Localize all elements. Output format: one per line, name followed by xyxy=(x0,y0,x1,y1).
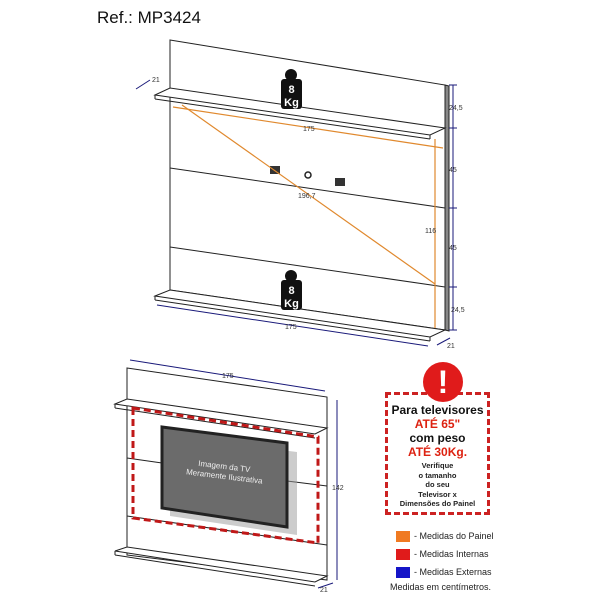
height-segment-1: 24,5 xyxy=(449,105,463,112)
height-segment-2: 45 xyxy=(449,167,457,174)
legend: - Medidas do Painel - Medidas Internas -… xyxy=(396,528,494,582)
top-shelf xyxy=(153,87,447,136)
external-dimensions xyxy=(135,79,457,347)
weight-icon-bottom: 8 Kg xyxy=(281,270,302,310)
depth-top-label: 21 xyxy=(152,77,160,84)
tv-limit-warning: Para televisores ATÉ 65" com peso ATÉ 30… xyxy=(385,392,490,515)
panel-joint-line xyxy=(169,246,446,288)
bottom-shelf xyxy=(153,289,447,338)
external-dimensions-bottom xyxy=(129,359,338,589)
depth-bottom-label: 21 xyxy=(447,343,455,350)
bracket-icon xyxy=(335,178,345,186)
height-segment-3: 45 xyxy=(449,245,457,252)
red-swatch xyxy=(396,548,410,560)
panel-width-label: 175 xyxy=(303,126,315,133)
height-label: 142 xyxy=(332,485,344,492)
exclamation-icon: ! xyxy=(423,362,463,402)
svg-text:8: 8 xyxy=(288,84,294,96)
tv-screen xyxy=(160,425,289,529)
svg-text:8: 8 xyxy=(288,285,294,297)
panel-diagonal-line xyxy=(181,104,436,285)
warning-line: com peso xyxy=(409,431,466,445)
panel-back xyxy=(169,39,446,331)
depth-label: 21 xyxy=(320,587,328,594)
internal-area-outline xyxy=(131,406,320,545)
bottom-shelf xyxy=(114,546,329,583)
legend-item: - Medidas do Painel xyxy=(396,528,494,544)
top-shelf xyxy=(113,398,329,435)
panel-side xyxy=(444,84,450,332)
orange-swatch xyxy=(396,530,410,542)
warning-line: Para televisores xyxy=(391,403,484,417)
panel-joint-line xyxy=(169,167,446,209)
panel-diagonal-label: 196,7 xyxy=(298,193,316,200)
weight-icon-top: 8 Kg xyxy=(281,69,302,109)
blue-swatch xyxy=(396,566,410,578)
svg-text:Kg: Kg xyxy=(284,298,299,310)
panel-width-line xyxy=(172,106,444,149)
units-note: Medidas em centímetros. xyxy=(390,582,492,592)
bracket-icon xyxy=(270,166,280,174)
legend-item: - Medidas Externas xyxy=(396,564,494,580)
legend-item: - Medidas Internas xyxy=(396,546,494,562)
panel-top-view xyxy=(153,39,450,342)
cable-hole-icon xyxy=(304,171,312,179)
max-tv-weight: ATÉ 30Kg. xyxy=(407,445,468,459)
reference-code: Ref.: MP3424 xyxy=(97,8,201,27)
max-tv-size: ATÉ 65" xyxy=(414,417,461,431)
width-label: 175 xyxy=(222,373,234,380)
height-segment-4: 24,5 xyxy=(451,307,465,314)
panel-dimensions xyxy=(172,104,444,328)
panel-height-label: 116 xyxy=(425,228,436,235)
mounting-brackets xyxy=(270,166,345,186)
svg-text:Kg: Kg xyxy=(284,97,299,109)
external-width-label: 175 xyxy=(285,324,297,331)
